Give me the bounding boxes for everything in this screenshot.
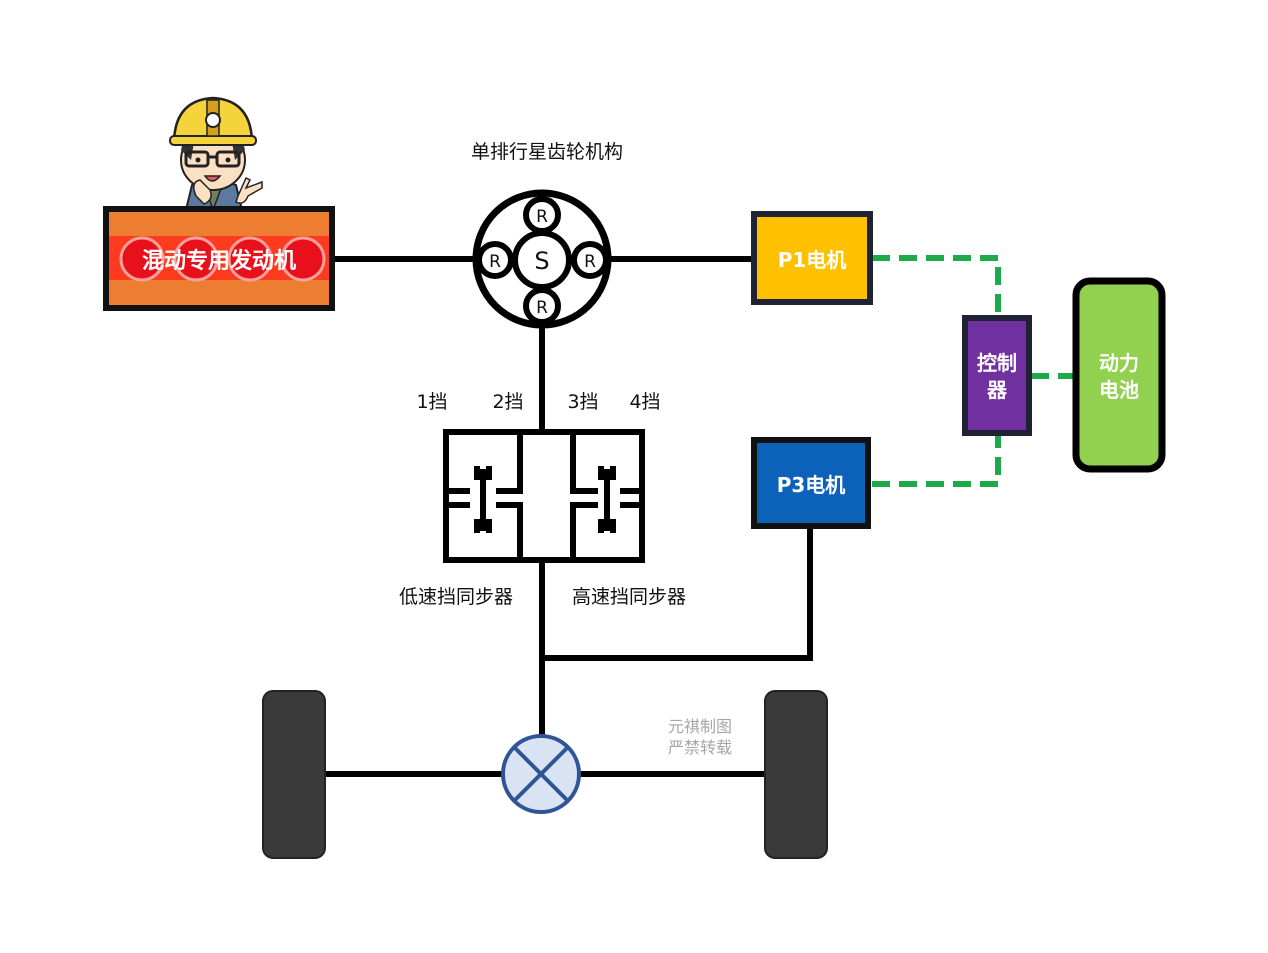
engine-cylinder-1 [119, 236, 165, 282]
low-gear-upper-right [496, 432, 523, 494]
power-battery-block: 动力 电池 [1072, 277, 1166, 473]
planet-label-top: R [536, 207, 548, 227]
high-speed-sync-label: 高速挡同步器 [572, 586, 686, 608]
planet-gear-left [476, 241, 514, 279]
p1-motor-block: P1电机 [751, 211, 873, 305]
gear-label-4: 4挡 [629, 391, 660, 413]
controller-label-line2: 器 [986, 378, 1008, 402]
p3-motor-label: P3电机 [777, 473, 846, 497]
planet-label-right: R [584, 252, 596, 272]
controller-label-line1: 控制 [977, 351, 1017, 375]
right-wheel [764, 690, 828, 859]
high-gear-lower-left [570, 502, 598, 560]
gearbox-housing [443, 429, 645, 563]
watermark-line1: 元祺制图 [668, 717, 732, 736]
gearbox [443, 429, 645, 563]
electrical-connections [872, 255, 1077, 487]
p1-to-controller-line [872, 255, 1001, 318]
planetary-gear-set: 单排行星齿轮机构 R R R R S [471, 141, 623, 329]
p3-motor-block: P3电机 [751, 437, 871, 529]
controller-block: 控制 器 [962, 315, 1032, 436]
planet-label-bottom: R [536, 298, 548, 318]
gear-label-1: 1挡 [416, 391, 447, 413]
planet-gear-right [571, 241, 609, 279]
p3-output-shaft [542, 528, 813, 661]
gear-label-2: 2挡 [492, 391, 523, 413]
sun-label: S [534, 247, 549, 275]
gear-label-3: 3挡 [567, 391, 598, 413]
engine-label: 混动专用发动机 [142, 248, 296, 274]
left-wheel [262, 690, 326, 859]
high-gear-upper-left [570, 432, 598, 494]
watermark-line2: 严禁转载 [668, 738, 732, 757]
high-speed-synchronizer-icon [598, 466, 616, 533]
differential-icon [501, 734, 581, 814]
hybrid-engine-block: 混动专用发动机 [103, 206, 335, 311]
engine-cylinder-3 [227, 236, 273, 282]
battery-label-line1: 动力 [1099, 351, 1139, 375]
engine-cylinder-2 [173, 236, 219, 282]
battery-label-line2: 电池 [1099, 378, 1139, 402]
low-speed-sync-label: 低速挡同步器 [399, 586, 513, 608]
planet-label-left: R [489, 252, 501, 272]
planetary-title: 单排行星齿轮机构 [471, 141, 623, 163]
engineer-mascot-icon [169, 96, 263, 213]
engine-cylinder-4 [280, 236, 326, 282]
p3-to-controller-line [872, 434, 1001, 487]
p1-motor-label: P1电机 [778, 248, 847, 272]
low-gear-lower-right [496, 502, 523, 560]
sun-gear [512, 230, 572, 290]
low-speed-synchronizer-icon [474, 466, 492, 533]
